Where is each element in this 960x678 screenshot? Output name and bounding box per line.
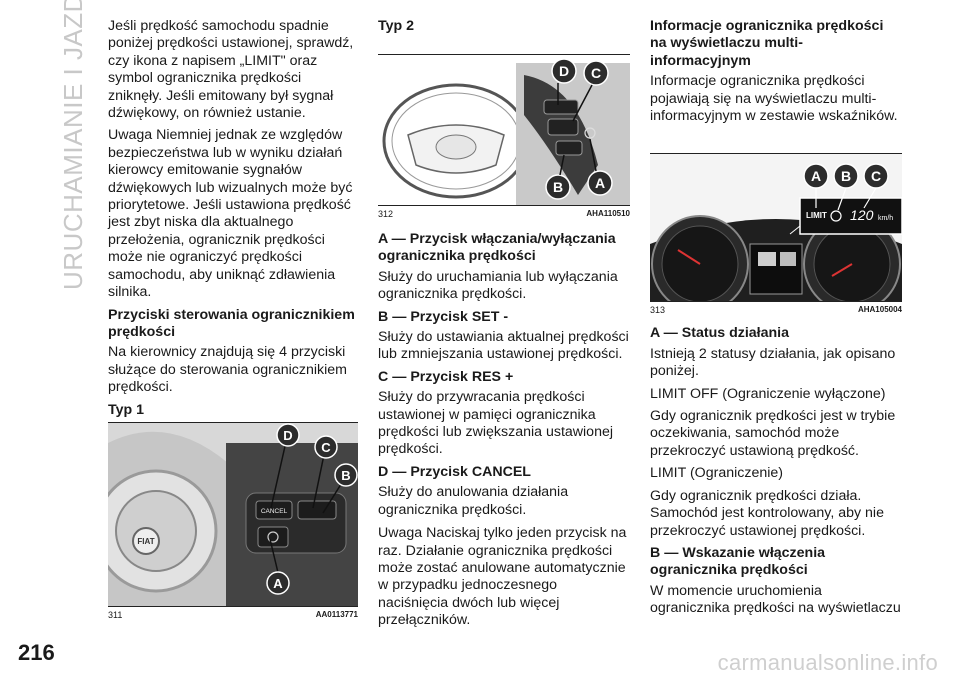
watermark: carmanualsonline.info — [717, 650, 938, 675]
figure-311-caption: 311 AA0113771 — [108, 607, 358, 620]
type-1-label: Typ 1 — [108, 401, 145, 418]
paragraph-speed-drop: Jeśli prędkość samochodu spadnie poniżej… — [108, 18, 354, 122]
figure-number: 311 — [108, 609, 123, 620]
paragraph-indicator: W momencie uruchomienia ogranicznika prę… — [650, 582, 901, 617]
figure-code: AHA110510 — [586, 209, 630, 218]
heading-indicator: B — Wskazanie włączenia ogranicznika prę… — [650, 544, 826, 579]
paragraph-status: Istnieją 2 statusy działania, jak opisan… — [650, 345, 896, 380]
svg-text:B: B — [841, 168, 851, 184]
svg-text:CANCEL: CANCEL — [261, 508, 288, 515]
svg-text:D: D — [283, 428, 292, 443]
figure-313: LIMIT 120 km/h A B C — [650, 153, 903, 314]
svg-text:LIMIT: LIMIT — [806, 211, 827, 220]
item-a-title: A — Przycisk włączania/wyłączania ograni… — [378, 231, 616, 265]
figure-number: 313 — [650, 305, 666, 316]
svg-text:FIAT: FIAT — [137, 537, 154, 546]
svg-text:120: 120 — [850, 207, 874, 223]
figure-311: FIAT CANCEL D C B A — [94, 421, 358, 607]
paragraph-display-info: Informacje ogranicznika prędkości pojawi… — [650, 73, 898, 125]
svg-text:C: C — [871, 168, 881, 184]
item-d-title: D — Przycisk CANCEL — [378, 463, 531, 480]
paragraph-controls: Na kierownicy znajdują się 4 przyciski s… — [108, 344, 347, 396]
item-b-title: B — Przycisk SET - — [378, 308, 509, 325]
item-b-text: Służy do ustawiania aktualnej prędkości … — [378, 329, 629, 363]
column-1: Jeśli prędkość samochodu spadnie poniżej… — [94, 18, 358, 620]
svg-text:B: B — [341, 468, 350, 483]
svg-text:A: A — [811, 168, 821, 184]
figure-313-caption: 313 AHA105004 — [650, 302, 902, 315]
page-number: 216 — [18, 640, 55, 665]
svg-text:C: C — [321, 440, 331, 455]
column-2: Typ 2 D C B A 312 — [378, 18, 630, 635]
item-c-title: C — Przycisk RES + — [378, 368, 514, 385]
svg-text:C: C — [591, 65, 601, 81]
figure-number: 312 — [378, 209, 394, 219]
paragraph-note-buttons: Uwaga Naciskaj tylko jeden przycisk na r… — [378, 525, 627, 629]
svg-text:A: A — [273, 576, 283, 591]
steering-wheel-type2-illustration: D C B A — [378, 55, 630, 205]
paragraph-limit-on-desc: Gdy ogranicznik prędkości działa. Samoch… — [650, 487, 884, 539]
paragraph-limit-off: LIMIT OFF (Ograniczenie wyłączone) — [650, 385, 886, 402]
item-a-text: Służy do uruchamiania lub wyłączania ogr… — [378, 268, 618, 303]
type-2-label: Typ 2 — [378, 18, 415, 34]
figure-312-caption: 312 AHA110510 — [378, 206, 630, 219]
svg-text:B: B — [553, 179, 563, 195]
heading-controls: Przyciski sterowania ogranicznikiem pręd… — [108, 306, 355, 340]
item-d-text: Służy do anulowania działania ograniczni… — [378, 484, 569, 518]
paragraph-limit-off-desc: Gdy ogranicznik prędkości jest w trybie … — [650, 408, 896, 459]
figure-312: D C B A — [378, 54, 630, 206]
paragraph-note-priority: Uwaga Niemniej jednak ze względów bezpie… — [108, 127, 353, 301]
svg-text:km/h: km/h — [878, 215, 893, 222]
instrument-cluster-illustration: LIMIT 120 km/h A B C — [650, 154, 903, 314]
svg-text:A: A — [595, 175, 605, 191]
side-section-title: URUCHAMIANIE I JAZDA — [58, 0, 88, 290]
steering-wheel-type1-illustration: FIAT CANCEL D C B A — [94, 422, 358, 606]
svg-text:D: D — [559, 63, 569, 79]
heading-display-info: Informacje ogranicznika prędkości na wyś… — [650, 18, 884, 69]
figure-code: AHA105004 — [857, 305, 902, 315]
column-3: Informacje ogranicznika prędkości na wyś… — [650, 18, 903, 623]
figure-code: AA0113771 — [315, 609, 358, 619]
heading-status: A — Status działania — [650, 325, 790, 342]
item-c-text: Służy do przywracania prędkości ustawion… — [378, 389, 614, 458]
side-section-tab: URUCHAMIANIE I JAZDA — [50, 0, 90, 290]
paragraph-limit-on: LIMIT (Ograniczenie) — [650, 465, 783, 482]
